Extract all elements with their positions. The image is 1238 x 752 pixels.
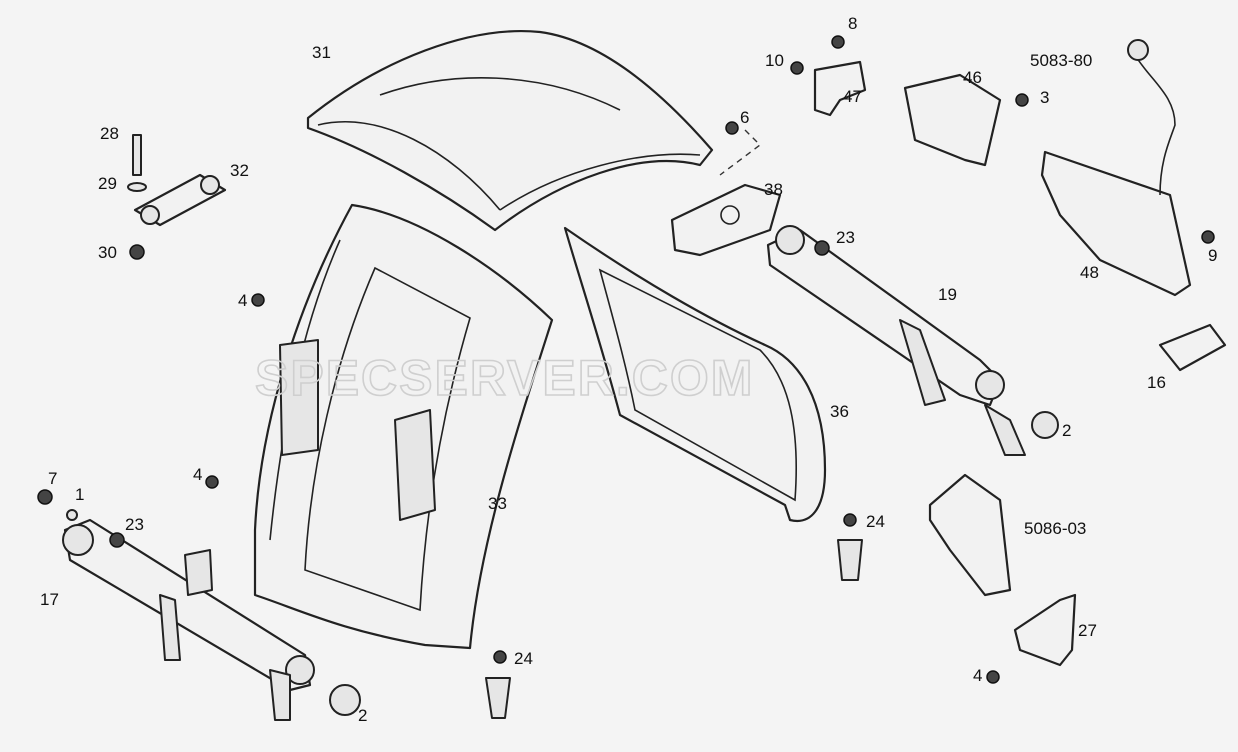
mudguard-33 [253, 203, 554, 650]
label-36: 36 [830, 402, 849, 421]
label-5083-80: 5083-80 [1030, 51, 1092, 70]
clip-16 [1158, 323, 1227, 372]
label-23a: 23 [836, 228, 855, 247]
label-1: 1 [75, 485, 84, 504]
nut-23b [109, 532, 125, 548]
bracket-5086-03 [928, 473, 1012, 597]
label-9: 9 [1208, 246, 1217, 265]
bolt-3 [1015, 93, 1029, 107]
support-tube-17 [62, 518, 315, 721]
label-47: 47 [843, 87, 862, 106]
plug-24a [837, 539, 863, 581]
label-23b: 23 [125, 515, 144, 534]
label-31: 31 [312, 43, 331, 62]
label-19: 19 [938, 285, 957, 304]
label-2a: 2 [1062, 421, 1071, 440]
mudguard-36 [563, 226, 827, 522]
label-29: 29 [98, 174, 117, 193]
leader-line-6 [719, 129, 762, 176]
plug-2a [1031, 411, 1059, 439]
bolt-6 [725, 121, 739, 135]
cable-5083-80 [1134, 54, 1176, 196]
washer-1 [66, 509, 78, 521]
plug-2b [329, 684, 361, 716]
label-24a: 24 [866, 512, 885, 531]
bolt-8 [831, 35, 845, 49]
label-7: 7 [48, 469, 57, 488]
bracket-38 [670, 183, 782, 257]
nut-10 [790, 61, 804, 75]
label-48: 48 [1080, 263, 1099, 282]
bracket-27 [1013, 593, 1077, 667]
plug-24b [485, 677, 511, 719]
support-tube-19 [766, 225, 1026, 456]
label-46: 46 [963, 68, 982, 87]
label-3: 3 [1040, 88, 1049, 107]
bracket-46 [903, 73, 1002, 167]
label-17: 17 [40, 590, 59, 609]
label-4a: 4 [238, 291, 247, 310]
hinge-assembly [127, 134, 227, 260]
label-2b: 2 [358, 706, 367, 725]
label-24b: 24 [514, 649, 533, 668]
label-10: 10 [765, 51, 784, 70]
clip-24b [493, 650, 507, 664]
bolt-4c [986, 670, 1000, 684]
bolt-4b [205, 475, 219, 489]
label-38: 38 [764, 180, 783, 199]
connector-5083-80 [1127, 39, 1149, 61]
bolt-4a [251, 293, 265, 307]
nut-23a [814, 240, 830, 256]
bracket-47 [813, 60, 867, 117]
label-5086-03: 5086-03 [1024, 519, 1086, 538]
label-33: 33 [488, 494, 507, 513]
bolt-7 [37, 489, 53, 505]
label-6: 6 [740, 108, 749, 127]
label-8: 8 [848, 14, 857, 33]
label-4b: 4 [193, 465, 202, 484]
clip-24a [843, 513, 857, 527]
label-28: 28 [100, 124, 119, 143]
label-32: 32 [230, 161, 249, 180]
fender-cap-31 [306, 30, 714, 232]
label-27: 27 [1078, 621, 1097, 640]
label-4c: 4 [973, 666, 982, 685]
label-30: 30 [98, 243, 117, 262]
bolt-9 [1201, 230, 1215, 244]
lamp-bracket-48 [1040, 150, 1192, 297]
watermark: SPECSERVER.COM [255, 350, 754, 406]
label-16: 16 [1147, 373, 1166, 392]
